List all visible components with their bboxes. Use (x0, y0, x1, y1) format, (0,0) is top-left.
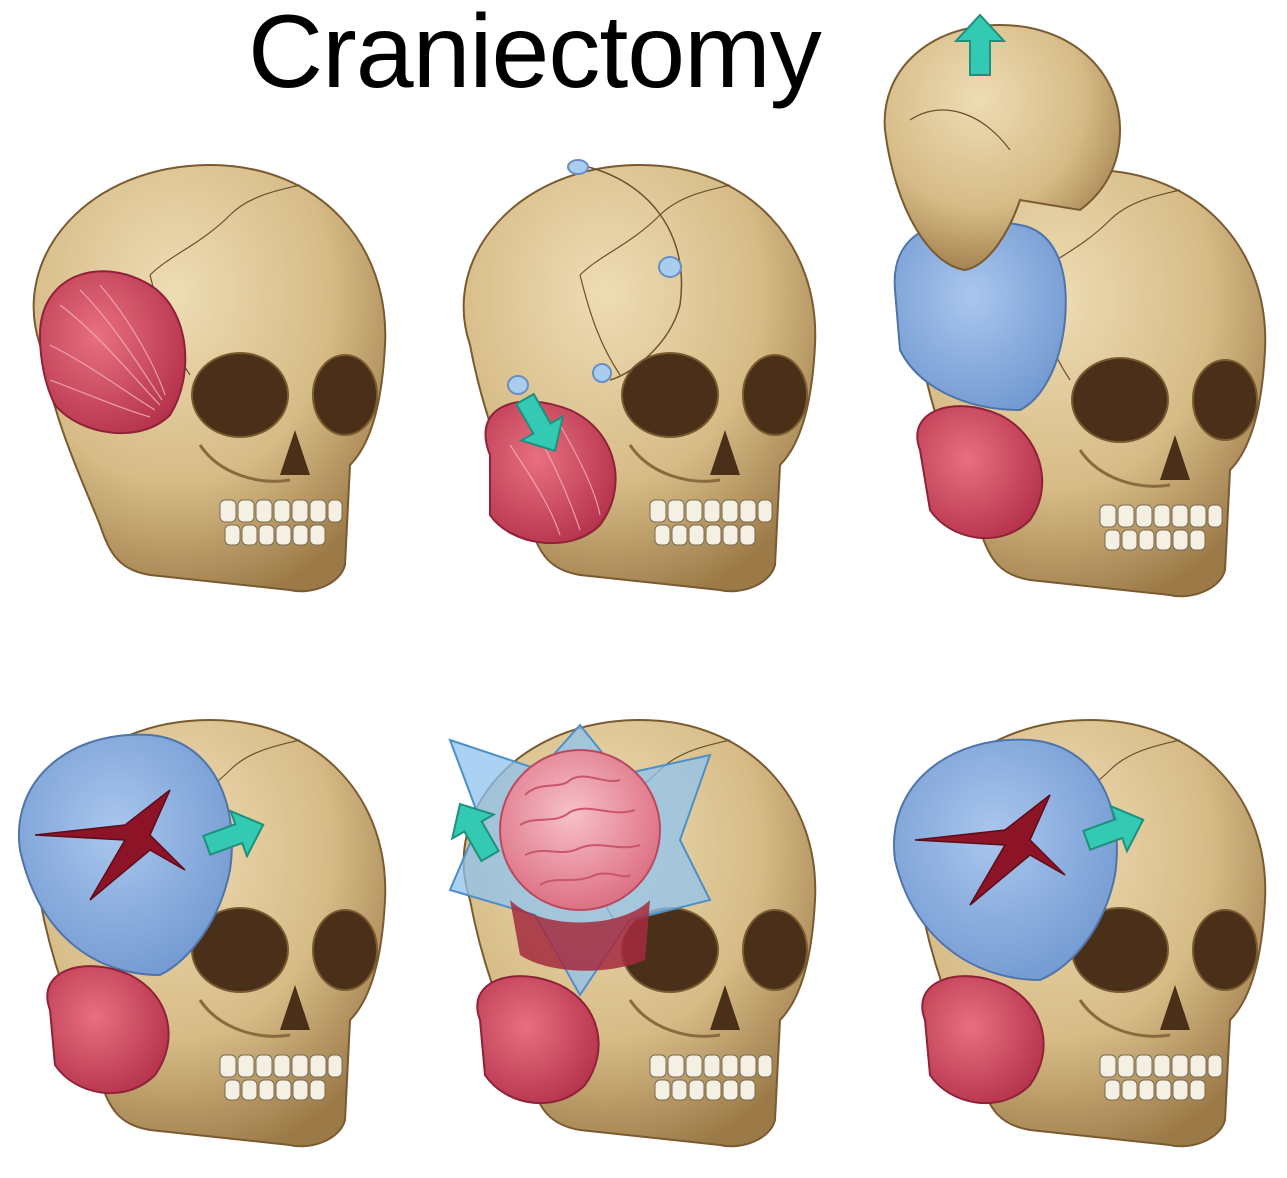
panel-step-6 (880, 700, 1280, 1170)
page-title: Craniectomy (248, 0, 868, 112)
panel-step-1 (0, 145, 400, 595)
panel-step-4 (0, 700, 400, 1160)
panel-step-5 (430, 700, 830, 1160)
brain-icon (500, 750, 660, 910)
panel-step-2 (430, 145, 830, 595)
temporalis-muscle-icon (40, 271, 185, 433)
panel-step-3 (870, 0, 1287, 600)
